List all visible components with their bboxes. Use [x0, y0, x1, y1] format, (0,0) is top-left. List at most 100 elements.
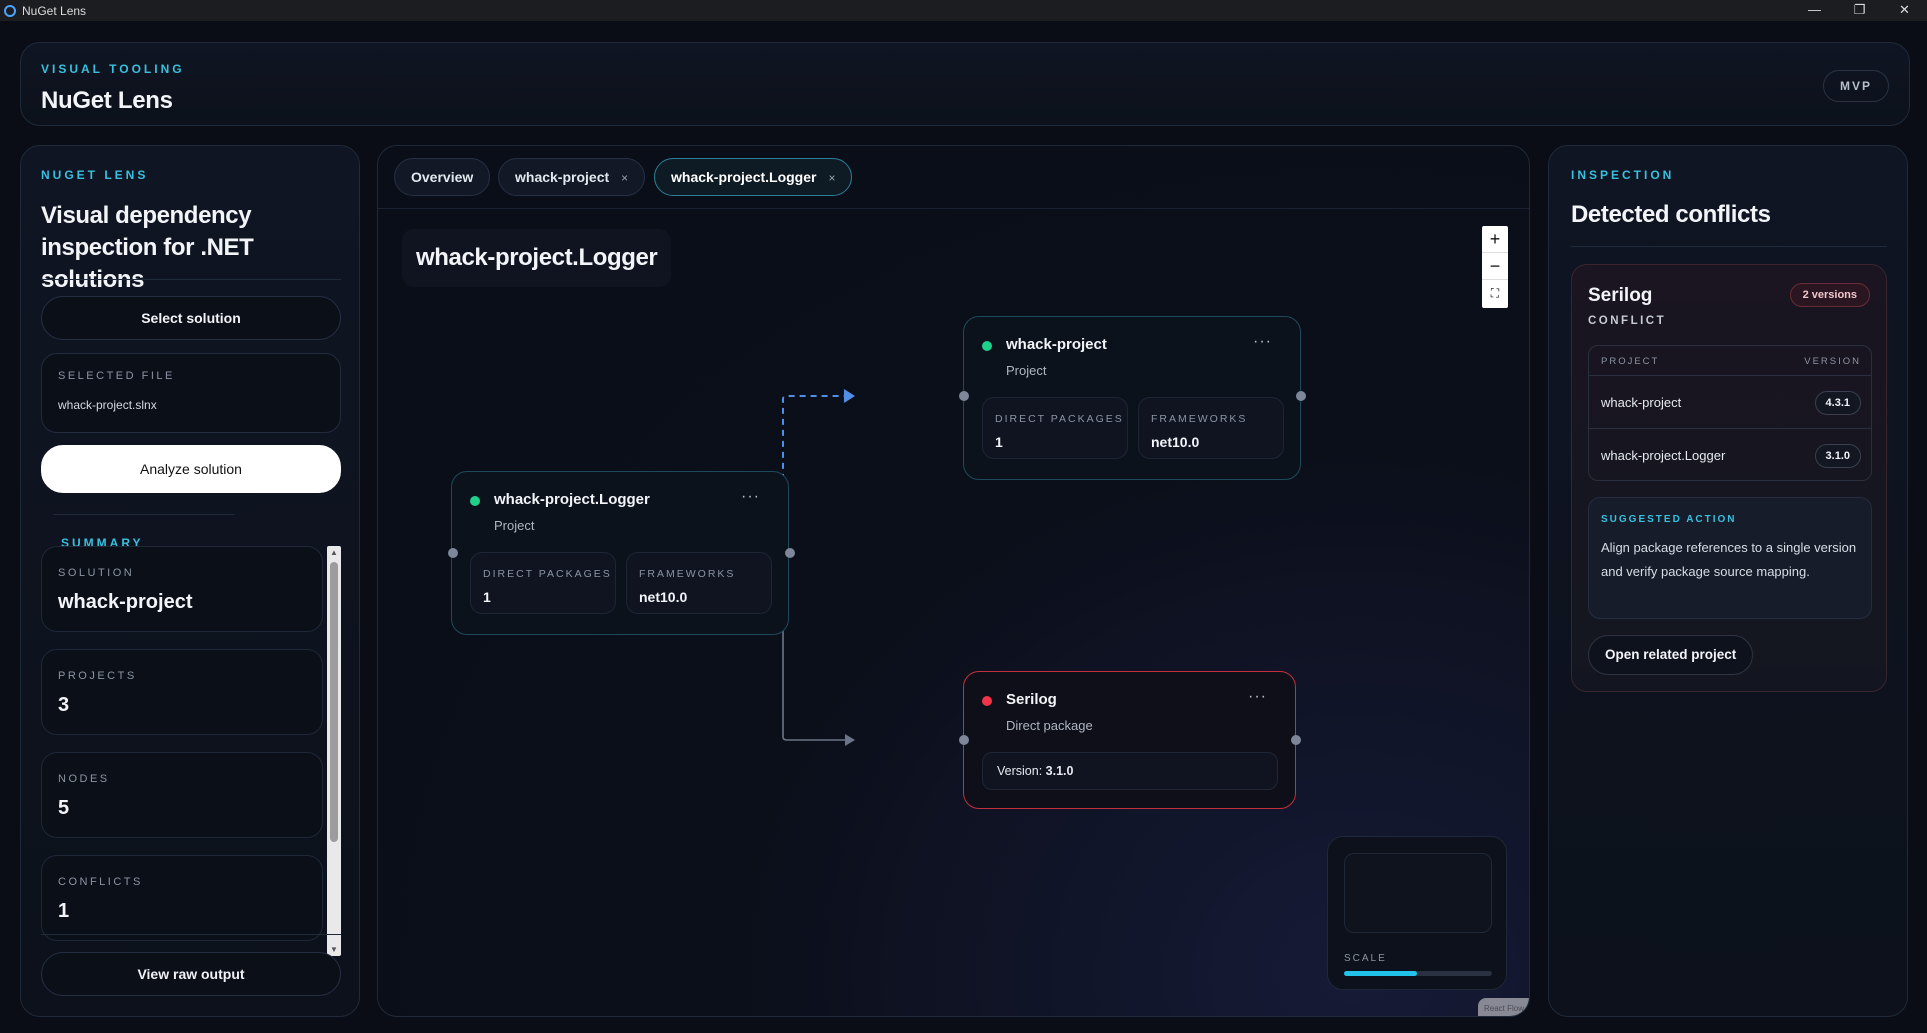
node-kind: Direct package	[1006, 718, 1093, 733]
suggested-action-label: SUGGESTED ACTION	[1601, 514, 1737, 525]
scale-fill	[1344, 971, 1417, 976]
node-port-handle[interactable]	[959, 391, 969, 401]
node-whack-project-logger[interactable]: whack-project.Logger Project ··· DIRECT …	[451, 471, 789, 635]
tab-label: whack-project.Logger	[671, 169, 817, 185]
selected-file-box: SELECTED FILE whack-project.slnx	[41, 353, 341, 433]
tab-close-icon[interactable]: ×	[621, 171, 629, 185]
selected-file-value: whack-project.slnx	[58, 398, 157, 412]
node-port-handle[interactable]	[448, 548, 458, 558]
more-icon[interactable]: ···	[741, 488, 760, 505]
status-conflict-icon	[982, 696, 992, 706]
tab-whack-project[interactable]: whack-project ×	[498, 158, 646, 196]
stat-label: PROJECTS	[58, 670, 137, 682]
inspector-divider	[1571, 246, 1887, 247]
node-serilog[interactable]: Serilog Direct package ··· Version: 3.1.…	[963, 671, 1296, 809]
node-port-handle[interactable]	[785, 548, 795, 558]
row-project: whack-project.Logger	[1601, 448, 1726, 463]
cell-value: net10.0	[639, 589, 688, 605]
node-kind: Project	[494, 518, 535, 533]
canvas-title: whack-project.Logger	[402, 229, 672, 287]
node-name: whack-project.Logger	[494, 491, 650, 508]
attribution-link[interactable]: React Flow	[1478, 998, 1529, 1016]
stat-value: whack-project	[58, 591, 193, 613]
app-header: VISUAL TOOLING NuGet Lens MVP	[20, 42, 1910, 126]
stat-solution: SOLUTION whack-project	[41, 546, 323, 632]
mvp-badge: MVP	[1823, 70, 1889, 102]
tab-label: Overview	[411, 169, 474, 185]
row-version-badge: 4.3.1	[1814, 391, 1861, 415]
table-header: PROJECT VERSION	[1589, 346, 1871, 376]
header-eyebrow: VISUAL TOOLING	[41, 62, 185, 76]
stat-value: 3	[58, 694, 70, 716]
minimap-viewport[interactable]	[1344, 853, 1492, 933]
table-row[interactable]: whack-project.Logger 3.1.0	[1589, 430, 1871, 480]
summary-divider	[53, 514, 235, 515]
summary-heading: SUMMARY	[41, 514, 235, 550]
summary-list[interactable]: SOLUTION whack-project PROJECTS 3 NODES …	[41, 546, 341, 956]
row-project: whack-project	[1601, 395, 1682, 410]
edge-arrow-icon	[845, 734, 855, 746]
edge-arrow-icon	[844, 389, 855, 403]
scroll-up-icon[interactable]: ▲	[330, 548, 338, 557]
cell-label: DIRECT PACKAGES	[995, 413, 1124, 425]
direct-packages-cell: DIRECT PACKAGES 1	[470, 552, 616, 614]
stat-label: CONFLICTS	[58, 876, 143, 888]
view-raw-output-button[interactable]: View raw output	[41, 952, 341, 996]
scroll-down-icon[interactable]: ▼	[330, 945, 338, 954]
tab-bar: Overview whack-project × whack-project.Lo…	[378, 146, 1529, 209]
tab-label: whack-project	[515, 169, 610, 185]
cell-label: FRAMEWORKS	[639, 568, 736, 580]
inspector-panel: INSPECTION Detected conflicts Serilog 2 …	[1548, 145, 1908, 1017]
version-value: 3.1.0	[1045, 764, 1074, 778]
node-name: whack-project	[1006, 336, 1107, 353]
scale-track[interactable]	[1344, 971, 1492, 976]
more-icon[interactable]: ···	[1253, 333, 1272, 350]
node-kind: Project	[1006, 363, 1047, 378]
close-window-icon[interactable]: ✕	[1899, 2, 1910, 17]
tab-whack-project-logger[interactable]: whack-project.Logger ×	[654, 158, 853, 196]
minimize-icon[interactable]: —	[1808, 2, 1821, 17]
conflict-card: Serilog 2 versions CONFLICT PROJECT VERS…	[1571, 264, 1887, 692]
stat-label: SOLUTION	[58, 567, 135, 579]
fit-view-icon[interactable]: ⛶	[1490, 286, 1500, 300]
version-label: Version:	[997, 764, 1043, 778]
graph-canvas[interactable]: Overview whack-project × whack-project.Lo…	[377, 145, 1530, 1017]
stat-value: 5	[58, 797, 70, 819]
sidebar-eyebrow: NUGET LENS	[41, 168, 149, 182]
node-name: Serilog	[1006, 691, 1057, 708]
table-row[interactable]: whack-project 4.3.1	[1589, 377, 1871, 429]
stat-label: NODES	[58, 773, 110, 785]
summary-scrollbar[interactable]: ▲ ▼	[327, 546, 341, 956]
tab-overview[interactable]: Overview	[394, 158, 491, 196]
package-version: Version: 3.1.0	[982, 752, 1278, 790]
select-solution-button[interactable]: Select solution	[41, 296, 341, 340]
node-port-handle[interactable]	[1296, 391, 1306, 401]
status-ok-icon	[470, 496, 480, 506]
node-port-handle[interactable]	[959, 735, 969, 745]
col-version: VERSION	[1804, 356, 1861, 367]
suggested-action-text: Align package references to a single ver…	[1601, 540, 1857, 579]
suggested-action-box: SUGGESTED ACTION Align package reference…	[1588, 497, 1872, 619]
conflict-table: PROJECT VERSION whack-project 4.3.1 whac…	[1588, 345, 1872, 481]
inspector-eyebrow: INSPECTION	[1571, 168, 1675, 182]
stat-value: 1	[58, 900, 70, 922]
scale-label: SCALE	[1344, 953, 1387, 964]
conflict-package-name: Serilog	[1588, 285, 1653, 306]
zoom-in-icon[interactable]: +	[1482, 226, 1508, 253]
tab-close-icon[interactable]: ×	[828, 171, 836, 185]
stat-projects: PROJECTS 3	[41, 649, 323, 735]
minimap[interactable]: SCALE	[1327, 836, 1507, 990]
scrollbar-thumb[interactable]	[330, 562, 338, 842]
node-port-handle[interactable]	[1291, 735, 1301, 745]
window-title: NuGet Lens	[22, 3, 87, 18]
node-whack-project[interactable]: whack-project Project ··· DIRECT PACKAGE…	[963, 316, 1301, 480]
more-icon[interactable]: ···	[1248, 688, 1267, 705]
zoom-out-icon[interactable]: −	[1482, 253, 1508, 280]
header-title: NuGet Lens	[41, 87, 173, 114]
cell-value: 1	[483, 589, 491, 605]
sidebar-hero-title: Visual dependency inspection for .NET so…	[41, 202, 254, 293]
stat-conflicts: CONFLICTS 1	[41, 855, 323, 941]
restore-icon[interactable]: ❐	[1853, 2, 1866, 17]
analyze-solution-button[interactable]: Analyze solution	[41, 445, 341, 493]
open-related-project-button[interactable]: Open related project	[1588, 635, 1754, 675]
